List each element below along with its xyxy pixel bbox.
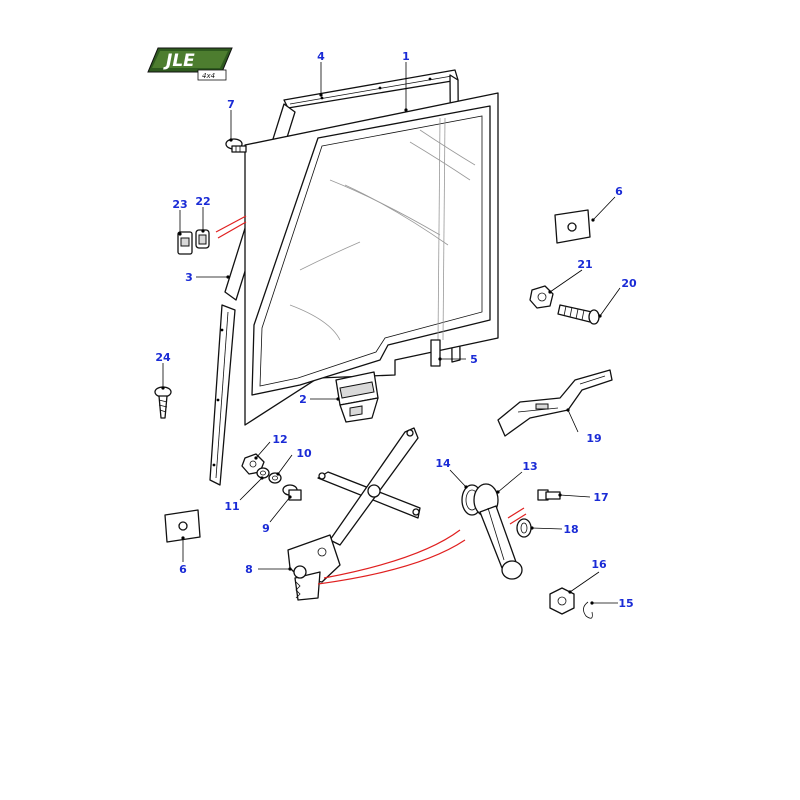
jle-logo: JLE 4x4 bbox=[147, 47, 233, 81]
red-guide-line-1 bbox=[215, 215, 247, 233]
logo-sub-text: 4x4 bbox=[202, 72, 215, 80]
callout-24: 24 bbox=[155, 351, 171, 364]
callout-4: 4 bbox=[317, 50, 325, 63]
winder-handle-13 bbox=[473, 483, 523, 580]
callout-3: 3 bbox=[185, 271, 193, 284]
callout-18: 18 bbox=[563, 523, 578, 536]
handle-bracket-19 bbox=[497, 369, 613, 437]
callout-21: 21 bbox=[577, 258, 592, 271]
callout-12: 12 bbox=[272, 433, 287, 446]
clip-22 bbox=[195, 229, 210, 249]
red-guide-line-4 bbox=[317, 539, 466, 585]
guide-channel bbox=[430, 339, 441, 367]
screw-17 bbox=[537, 489, 561, 501]
red-guide-line-6 bbox=[509, 513, 527, 525]
callout-20: 20 bbox=[621, 277, 637, 290]
callout-16: 16 bbox=[591, 558, 607, 571]
callout-14: 14 bbox=[435, 457, 451, 470]
callout-13: 13 bbox=[522, 460, 537, 473]
callout-9: 9 bbox=[262, 522, 270, 535]
glass-clip bbox=[335, 371, 379, 423]
callout-10: 10 bbox=[296, 447, 312, 460]
callout-labels: 1 4 7 23 22 3 2 5 6 21 20 24 19 12 10 11… bbox=[155, 50, 637, 610]
red-guide-line-5 bbox=[507, 507, 525, 519]
callout-7: 7 bbox=[227, 98, 235, 111]
pad-6-left bbox=[164, 509, 201, 543]
callout-6-left: 6 bbox=[179, 563, 187, 576]
callout-11: 11 bbox=[224, 500, 239, 513]
screw-20 bbox=[557, 304, 600, 325]
leader-lines bbox=[161, 62, 621, 605]
callout-22: 22 bbox=[195, 195, 210, 208]
callout-17: 17 bbox=[593, 491, 608, 504]
red-guide-line-3 bbox=[323, 529, 461, 579]
nut-16 bbox=[549, 587, 575, 615]
screw-24 bbox=[154, 386, 172, 419]
bolt-9 bbox=[282, 484, 302, 501]
callout-15: 15 bbox=[618, 597, 633, 610]
callout-6-right: 6 bbox=[615, 185, 623, 198]
callout-23: 23 bbox=[172, 198, 187, 211]
pad-6-right bbox=[554, 209, 591, 244]
washer-11 bbox=[256, 467, 270, 479]
screw-7 bbox=[225, 138, 247, 153]
callout-5: 5 bbox=[470, 353, 478, 366]
cap-18 bbox=[516, 518, 532, 538]
clip-15 bbox=[583, 601, 593, 619]
window-regulator-8 bbox=[287, 427, 421, 601]
clip-23 bbox=[177, 231, 193, 255]
logo-brand-text: JLE bbox=[163, 51, 195, 71]
red-guide-line-2 bbox=[217, 221, 247, 239]
callout-1: 1 bbox=[402, 50, 410, 63]
nut-21 bbox=[529, 285, 554, 309]
callout-19: 19 bbox=[586, 432, 601, 445]
callout-2: 2 bbox=[299, 393, 307, 406]
callout-8: 8 bbox=[245, 563, 253, 576]
